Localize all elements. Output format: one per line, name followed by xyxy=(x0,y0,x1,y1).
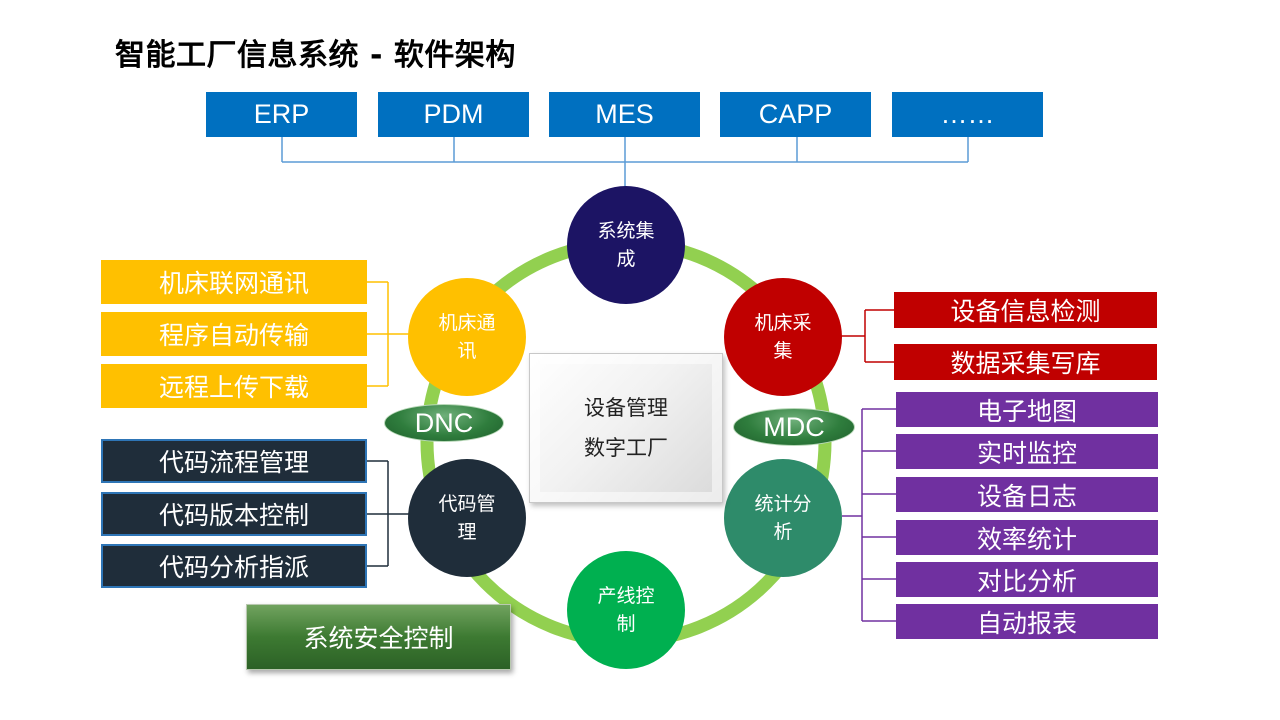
stat-item[interactable]: 实时监控 xyxy=(896,434,1158,469)
node-statistics[interactable]: 统计分析 xyxy=(724,459,842,577)
stat-bracket-lines xyxy=(842,408,896,622)
collect-item[interactable]: 设备信息检测 xyxy=(894,292,1157,328)
node-line-control[interactable]: 产线控制 xyxy=(567,551,685,669)
code-item[interactable]: 代码版本控制 xyxy=(101,492,367,536)
center-line-2: 数字工厂 xyxy=(584,436,668,460)
code-item[interactable]: 代码分析指派 xyxy=(101,544,367,588)
system-box-mes[interactable]: MES xyxy=(549,92,700,137)
system-box-more[interactable]: …… xyxy=(892,92,1043,137)
node-system-integration[interactable]: 系统集成 xyxy=(567,186,685,304)
system-box-pdm[interactable]: PDM xyxy=(378,92,529,137)
dnc-label: DNC xyxy=(384,404,504,442)
mdc-label: MDC xyxy=(733,408,855,446)
node-machine-collection[interactable]: 机床采集 xyxy=(724,278,842,396)
stat-item[interactable]: 效率统计 xyxy=(896,520,1158,555)
system-bus-lines xyxy=(281,137,969,192)
node-code-management[interactable]: 代码管理 xyxy=(408,459,526,577)
system-box-erp[interactable]: ERP xyxy=(206,92,357,137)
dnc-bracket-lines xyxy=(366,281,410,387)
page-title: 智能工厂信息系统 - 软件架构 xyxy=(115,38,516,73)
code-bracket-lines xyxy=(366,460,410,567)
collect-item[interactable]: 数据采集写库 xyxy=(894,344,1157,380)
system-box-capp[interactable]: CAPP xyxy=(720,92,871,137)
stat-item[interactable]: 对比分析 xyxy=(896,562,1158,597)
code-item[interactable]: 代码流程管理 xyxy=(101,439,367,483)
dnc-item[interactable]: 远程上传下载 xyxy=(101,364,367,408)
stat-item[interactable]: 设备日志 xyxy=(896,477,1158,512)
center-device-management: 设备管理 数字工厂 xyxy=(529,353,723,503)
center-line-1: 设备管理 xyxy=(584,396,668,420)
stat-item[interactable]: 电子地图 xyxy=(896,392,1158,427)
node-machine-communication[interactable]: 机床通讯 xyxy=(408,278,526,396)
system-security-button[interactable]: 系统安全控制 xyxy=(246,604,511,670)
dnc-item[interactable]: 机床联网通讯 xyxy=(101,260,367,304)
stat-item[interactable]: 自动报表 xyxy=(896,604,1158,639)
dnc-item[interactable]: 程序自动传输 xyxy=(101,312,367,356)
collect-bracket-lines xyxy=(840,309,894,363)
